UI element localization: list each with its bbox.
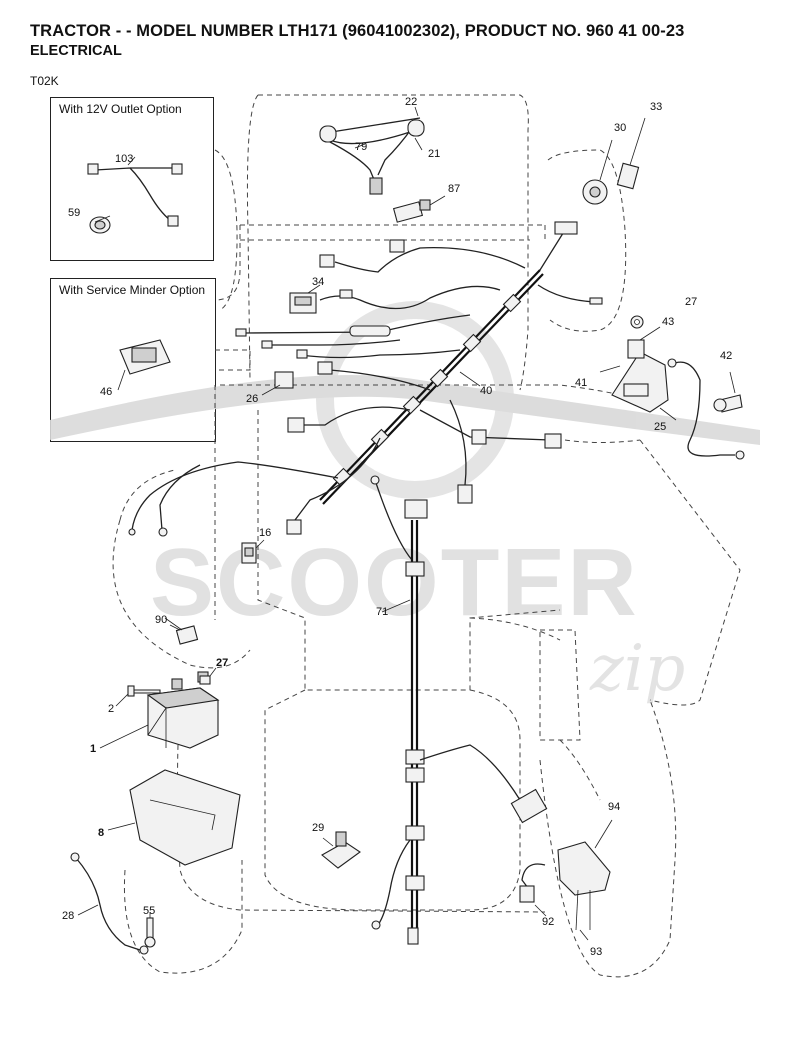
callout-22: 22 xyxy=(405,96,417,108)
callout-41: 41 xyxy=(575,377,587,389)
service-minder-label: With Service Minder Option xyxy=(59,283,206,297)
callout-79: 79 xyxy=(355,141,367,153)
battery-nut-27 xyxy=(199,667,217,685)
callout-1: 1 xyxy=(90,743,96,755)
callout-33: 33 xyxy=(650,101,662,113)
callout-30: 30 xyxy=(614,122,626,134)
ground-cable-28 xyxy=(70,852,149,955)
callout-29: 29 xyxy=(312,822,324,834)
seat-switch-87 xyxy=(392,199,431,223)
callout-40: 40 xyxy=(480,385,492,397)
relay-26 xyxy=(261,371,294,396)
ignition-key-33 xyxy=(616,117,646,190)
outlet-59 xyxy=(89,216,111,234)
callout-103: 103 xyxy=(115,153,133,165)
hex-nut-27 xyxy=(630,315,644,329)
service-minder-inset: With Service Minder Option xyxy=(50,278,216,442)
watermark-logo: SCOOTER zip xyxy=(50,301,760,706)
callout-2: 2 xyxy=(108,703,114,715)
callout-26: 26 xyxy=(246,393,258,405)
callout-71: 71 xyxy=(376,606,388,618)
fuse-holder-90 xyxy=(169,624,199,645)
cable-71 xyxy=(370,475,548,945)
leader-lines xyxy=(94,106,677,631)
outlet-harness-103 xyxy=(87,156,183,227)
switch-34 xyxy=(289,292,317,314)
diagram-code: T02K xyxy=(30,74,59,88)
battery-cable-25 xyxy=(667,358,745,460)
callout-94: 94 xyxy=(608,801,620,813)
switch-29 xyxy=(321,831,361,869)
page-subtitle: ELECTRICAL xyxy=(30,43,122,59)
service-minder-46 xyxy=(119,339,171,375)
callout-55: 55 xyxy=(143,905,155,917)
headlight-assembly-22 xyxy=(319,117,425,195)
callout-46: 46 xyxy=(100,386,112,398)
callout-28: 28 xyxy=(62,910,74,922)
svg-text:zip: zip xyxy=(589,632,685,706)
outlet-option-inset: With 12V Outlet Option xyxy=(50,97,214,261)
solenoid-43 xyxy=(599,326,669,413)
callout-87: 87 xyxy=(448,183,460,195)
ignition-switch-30 xyxy=(582,139,613,205)
bolt-55 xyxy=(144,912,156,948)
callout-27-battery: 27 xyxy=(216,657,228,669)
callout-59: 59 xyxy=(68,207,80,219)
battery-bolt-2 xyxy=(115,685,161,707)
module-94 xyxy=(519,819,613,941)
callout-16: 16 xyxy=(259,527,271,539)
callout-25: 25 xyxy=(654,421,666,433)
callout-21: 21 xyxy=(428,148,440,160)
callout-27-solenoid: 27 xyxy=(685,296,697,308)
cable-boot-42 xyxy=(713,371,743,413)
callout-93: 93 xyxy=(590,946,602,958)
callout-34: 34 xyxy=(312,276,324,288)
svg-text:SCOOTER: SCOOTER xyxy=(150,529,639,636)
switch-16 xyxy=(241,539,265,564)
outlet-option-label: With 12V Outlet Option xyxy=(59,102,182,116)
callout-90: 90 xyxy=(155,614,167,626)
page-title: TRACTOR - - MODEL NUMBER LTH171 (9604100… xyxy=(30,22,685,40)
callout-43: 43 xyxy=(662,316,674,328)
callout-labels: 22 79 21 87 30 33 34 27 43 42 41 40 26 2… xyxy=(62,96,732,958)
battery-tray-8 xyxy=(107,769,241,866)
callout-8: 8 xyxy=(98,827,104,839)
leader-1 xyxy=(99,724,149,749)
callout-92: 92 xyxy=(542,916,554,928)
callout-42: 42 xyxy=(720,350,732,362)
wiring-harness-40 xyxy=(128,221,603,537)
battery-1 xyxy=(146,671,220,749)
tractor-outline xyxy=(112,94,741,978)
